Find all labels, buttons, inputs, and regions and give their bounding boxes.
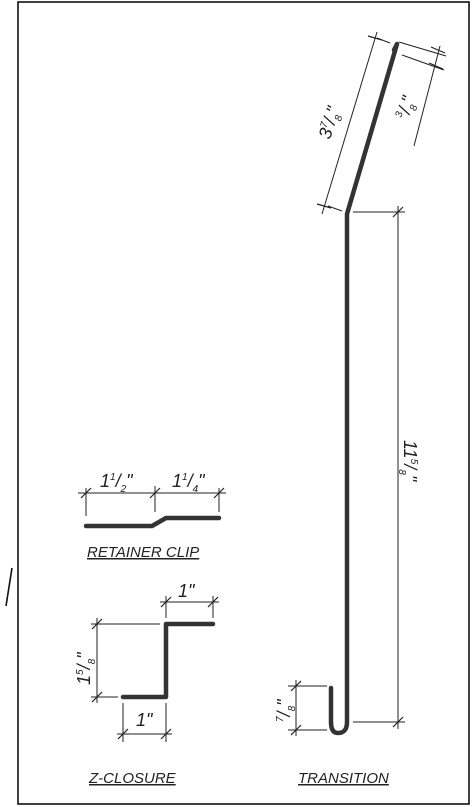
outer-slash-mark [5,567,13,607]
transition-label: TRANSITION [298,770,389,787]
clip-left-dimension: 11/2" [100,471,134,495]
z-top-tick-right [207,596,219,608]
t-hook-tick-top [290,680,302,692]
t-long-tick-bottom [392,716,404,728]
retainer-clip-profile [83,515,222,529]
z-closure-label: Z-CLOSURE [88,770,177,787]
t-long-dimension: 115/8" [396,440,420,483]
z-bottom-tick-left [117,728,129,740]
t-tip-tick-bottom [428,62,444,70]
t-hook-dimension: 7/8" [274,698,298,722]
t-slant-ext-bottom [327,205,343,212]
z-bottom-dimension: 1" [136,710,154,730]
t-slant-dimension: 37/8" [315,103,348,143]
retainer-clip-label: RETAINER CLIP [87,544,199,561]
clip-tick-left [80,487,92,499]
transition-profile [328,41,400,736]
t-hook-tick-bottom [290,724,302,736]
clip-tick-right [213,487,225,499]
t-tip-ext-bottom [401,54,445,71]
z-top-dimension: 1" [178,581,196,601]
z-height-tick-bottom [91,691,103,703]
transition-drawing: 37/8" 3/8" 115/8" 7/8" TRANSITION [274,31,447,787]
clip-right-dimension: 11/4" [172,471,206,495]
t-long-tick-top [392,206,404,218]
retainer-clip-drawing: 11/2" 11/4" RETAINER CLIP [78,471,226,561]
t-tip-dimension-line [413,45,441,147]
z-height-tick-top [91,618,103,630]
z-bottom-tick-right [160,728,172,740]
t-tip-tick-top [430,46,446,54]
z-height-dimension: 15/8" [74,651,98,685]
z-closure-profile [120,621,216,700]
z-top-tick-left [160,596,172,608]
t-slant-dimension-line [321,31,378,215]
t-tip-dimension: 3/8" [393,92,423,122]
t-slant-tick-bottom [316,203,332,209]
drawing-frame [17,1,470,805]
z-closure-drawing: 1" 15/8" 1" Z-CLOSURE [74,581,219,787]
t-slant-tick-top [367,35,383,41]
clip-tick-mid [149,487,161,499]
